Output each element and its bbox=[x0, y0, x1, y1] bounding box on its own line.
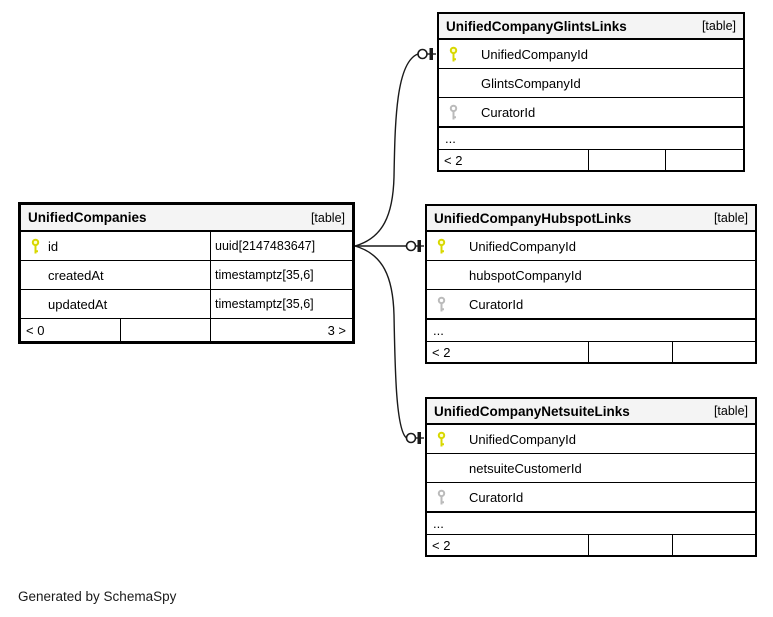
column-name: CuratorId bbox=[469, 296, 524, 312]
table-degree-footer: < 2 bbox=[439, 150, 743, 170]
table-unified-company-glints-links[interactable]: UnifiedCompanyGlintsLinks [table] Unifie… bbox=[437, 12, 745, 172]
relationship-connector-netsuite bbox=[354, 245, 408, 439]
table-title: UnifiedCompanies bbox=[28, 210, 147, 225]
column-name: UnifiedCompanyId bbox=[469, 238, 576, 254]
column-type: timestamptz[35,6] bbox=[210, 290, 352, 318]
table-degree-footer: < 2 bbox=[427, 342, 755, 362]
table-header: UnifiedCompanyHubspotLinks [table] bbox=[427, 206, 755, 232]
column-row: CuratorId bbox=[427, 290, 755, 320]
table-title: UnifiedCompanyNetsuiteLinks bbox=[434, 403, 630, 419]
column-name: updatedAt bbox=[48, 296, 108, 312]
column-name: netsuiteCustomerId bbox=[469, 460, 582, 476]
column-row: hubspotCompanyId bbox=[427, 261, 755, 290]
table-header: UnifiedCompanyNetsuiteLinks [table] bbox=[427, 399, 755, 425]
table-unified-company-hubspot-links[interactable]: UnifiedCompanyHubspotLinks [table] Unifi… bbox=[425, 204, 757, 364]
footer-spacer-cell bbox=[121, 319, 211, 341]
table-type-badge: [table] bbox=[713, 404, 748, 418]
table-unified-companies[interactable]: UnifiedCompanies [table] id uuid[2147483… bbox=[18, 202, 355, 344]
table-type-badge: [table] bbox=[310, 210, 345, 225]
one-bar-icon bbox=[417, 240, 421, 252]
column-name: CuratorId bbox=[469, 489, 524, 505]
column-row: UnifiedCompanyId bbox=[427, 232, 755, 261]
zero-or-one-circle-icon bbox=[405, 432, 417, 444]
column-row-createdat: createdAt timestamptz[35,6] bbox=[21, 261, 352, 290]
primary-key-icon bbox=[29, 238, 41, 255]
foreign-key-icon bbox=[447, 104, 459, 121]
column-row: UnifiedCompanyId bbox=[427, 425, 755, 454]
column-row: GlintsCompanyId bbox=[439, 69, 743, 98]
foreign-key-icon bbox=[435, 489, 447, 506]
column-name: UnifiedCompanyId bbox=[469, 431, 576, 447]
parent-count: < 2 bbox=[427, 535, 589, 555]
column-name: GlintsCompanyId bbox=[481, 75, 581, 91]
column-type: timestamptz[35,6] bbox=[210, 261, 352, 289]
column-type: uuid[2147483647] bbox=[210, 232, 352, 260]
parent-count: < 0 bbox=[21, 319, 121, 341]
primary-key-icon bbox=[435, 431, 447, 448]
more-columns-ellipsis: ... bbox=[427, 513, 755, 535]
footer-spacer-cell bbox=[673, 535, 755, 555]
more-columns-ellipsis: ... bbox=[439, 128, 743, 150]
column-row: CuratorId bbox=[427, 483, 755, 513]
table-header: UnifiedCompanies [table] bbox=[21, 205, 352, 232]
table-title: UnifiedCompanyHubspotLinks bbox=[434, 210, 632, 226]
table-degree-footer: < 0 3 > bbox=[21, 319, 352, 341]
generated-by-note: Generated by SchemaSpy bbox=[18, 589, 177, 604]
column-row-id: id uuid[2147483647] bbox=[21, 232, 352, 261]
column-name: id bbox=[48, 238, 59, 254]
more-columns-ellipsis: ... bbox=[427, 320, 755, 342]
footer-spacer-cell bbox=[589, 150, 666, 170]
table-type-badge: [table] bbox=[701, 19, 736, 33]
one-bar-icon bbox=[429, 48, 433, 60]
foreign-key-icon bbox=[435, 296, 447, 313]
table-unified-company-netsuite-links[interactable]: UnifiedCompanyNetsuiteLinks [table] Unif… bbox=[425, 397, 757, 557]
footer-spacer-cell bbox=[589, 535, 673, 555]
table-degree-footer: < 2 bbox=[427, 535, 755, 555]
relationship-connector-glints bbox=[354, 53, 419, 247]
child-count: 3 > bbox=[327, 322, 346, 338]
table-header: UnifiedCompanyGlintsLinks [table] bbox=[439, 14, 743, 40]
footer-spacer-cell bbox=[666, 150, 743, 170]
table-type-badge: [table] bbox=[713, 211, 748, 225]
column-name: CuratorId bbox=[481, 104, 536, 120]
primary-key-icon bbox=[447, 46, 459, 63]
one-bar-icon bbox=[417, 432, 421, 444]
column-row: netsuiteCustomerId bbox=[427, 454, 755, 483]
footer-spacer-cell bbox=[673, 342, 755, 362]
column-row: CuratorId bbox=[439, 98, 743, 128]
table-title: UnifiedCompanyGlintsLinks bbox=[446, 18, 627, 34]
column-name: hubspotCompanyId bbox=[469, 267, 582, 283]
zero-or-one-circle-icon bbox=[405, 240, 417, 252]
column-name: UnifiedCompanyId bbox=[481, 46, 588, 62]
zero-or-one-circle-icon bbox=[417, 48, 428, 60]
footer-spacer-cell bbox=[589, 342, 673, 362]
primary-key-icon bbox=[435, 238, 447, 255]
column-name: createdAt bbox=[48, 267, 104, 283]
column-row: UnifiedCompanyId bbox=[439, 40, 743, 69]
parent-count: < 2 bbox=[439, 150, 589, 170]
column-row-updatedat: updatedAt timestamptz[35,6] bbox=[21, 290, 352, 319]
parent-count: < 2 bbox=[427, 342, 589, 362]
